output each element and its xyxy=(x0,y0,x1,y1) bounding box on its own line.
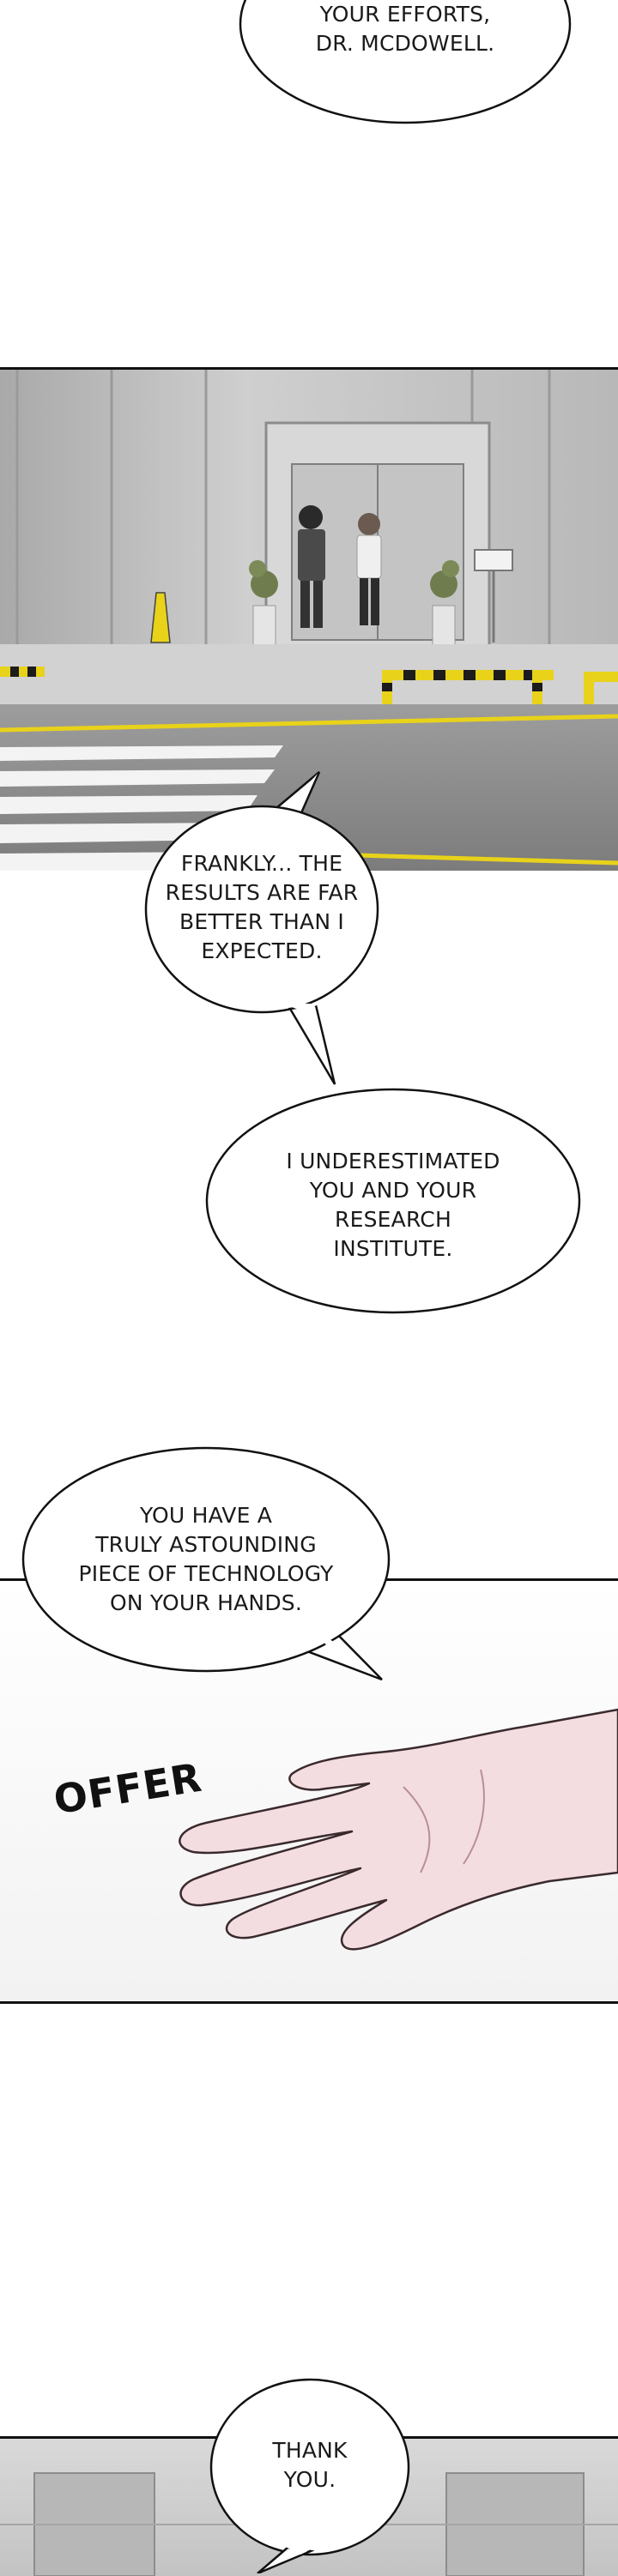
bubble-text-underestimated: I UNDERESTIMATED YOU AND YOUR RESEARCH I… xyxy=(286,1149,500,1261)
potted-plant-left xyxy=(249,560,278,646)
person-suit xyxy=(298,505,325,628)
speech-bubble-thank-you xyxy=(209,2378,410,2573)
potted-plant-right xyxy=(430,560,459,646)
speech-bubble-frankly xyxy=(144,771,379,1085)
speech-bubble-underestimated xyxy=(205,1088,581,1314)
bubble-text-thank-you: THANK YOU. xyxy=(272,2438,348,2492)
bubble-text-frankly: FRANKLY... THE RESULTS ARE FAR BETTER TH… xyxy=(165,851,359,963)
speech-bubble-astounding xyxy=(21,1446,391,1681)
panel-building-entrance xyxy=(0,367,618,871)
building-entrance-scene xyxy=(0,370,618,871)
bottom-scene xyxy=(0,2472,618,2576)
bubble-text-astounding: YOU HAVE A TRULY ASTOUNDING PIECE OF TEC… xyxy=(78,1503,334,1615)
bubble-text-efforts: YOUR EFFORTS, DR. MCDOWELL. xyxy=(315,2,495,56)
sign-stand xyxy=(474,549,513,571)
speech-bubble-top xyxy=(239,0,572,124)
caution-sign xyxy=(150,592,171,643)
person-white-shirt xyxy=(356,513,382,625)
outstretched-hand xyxy=(179,1708,618,1951)
